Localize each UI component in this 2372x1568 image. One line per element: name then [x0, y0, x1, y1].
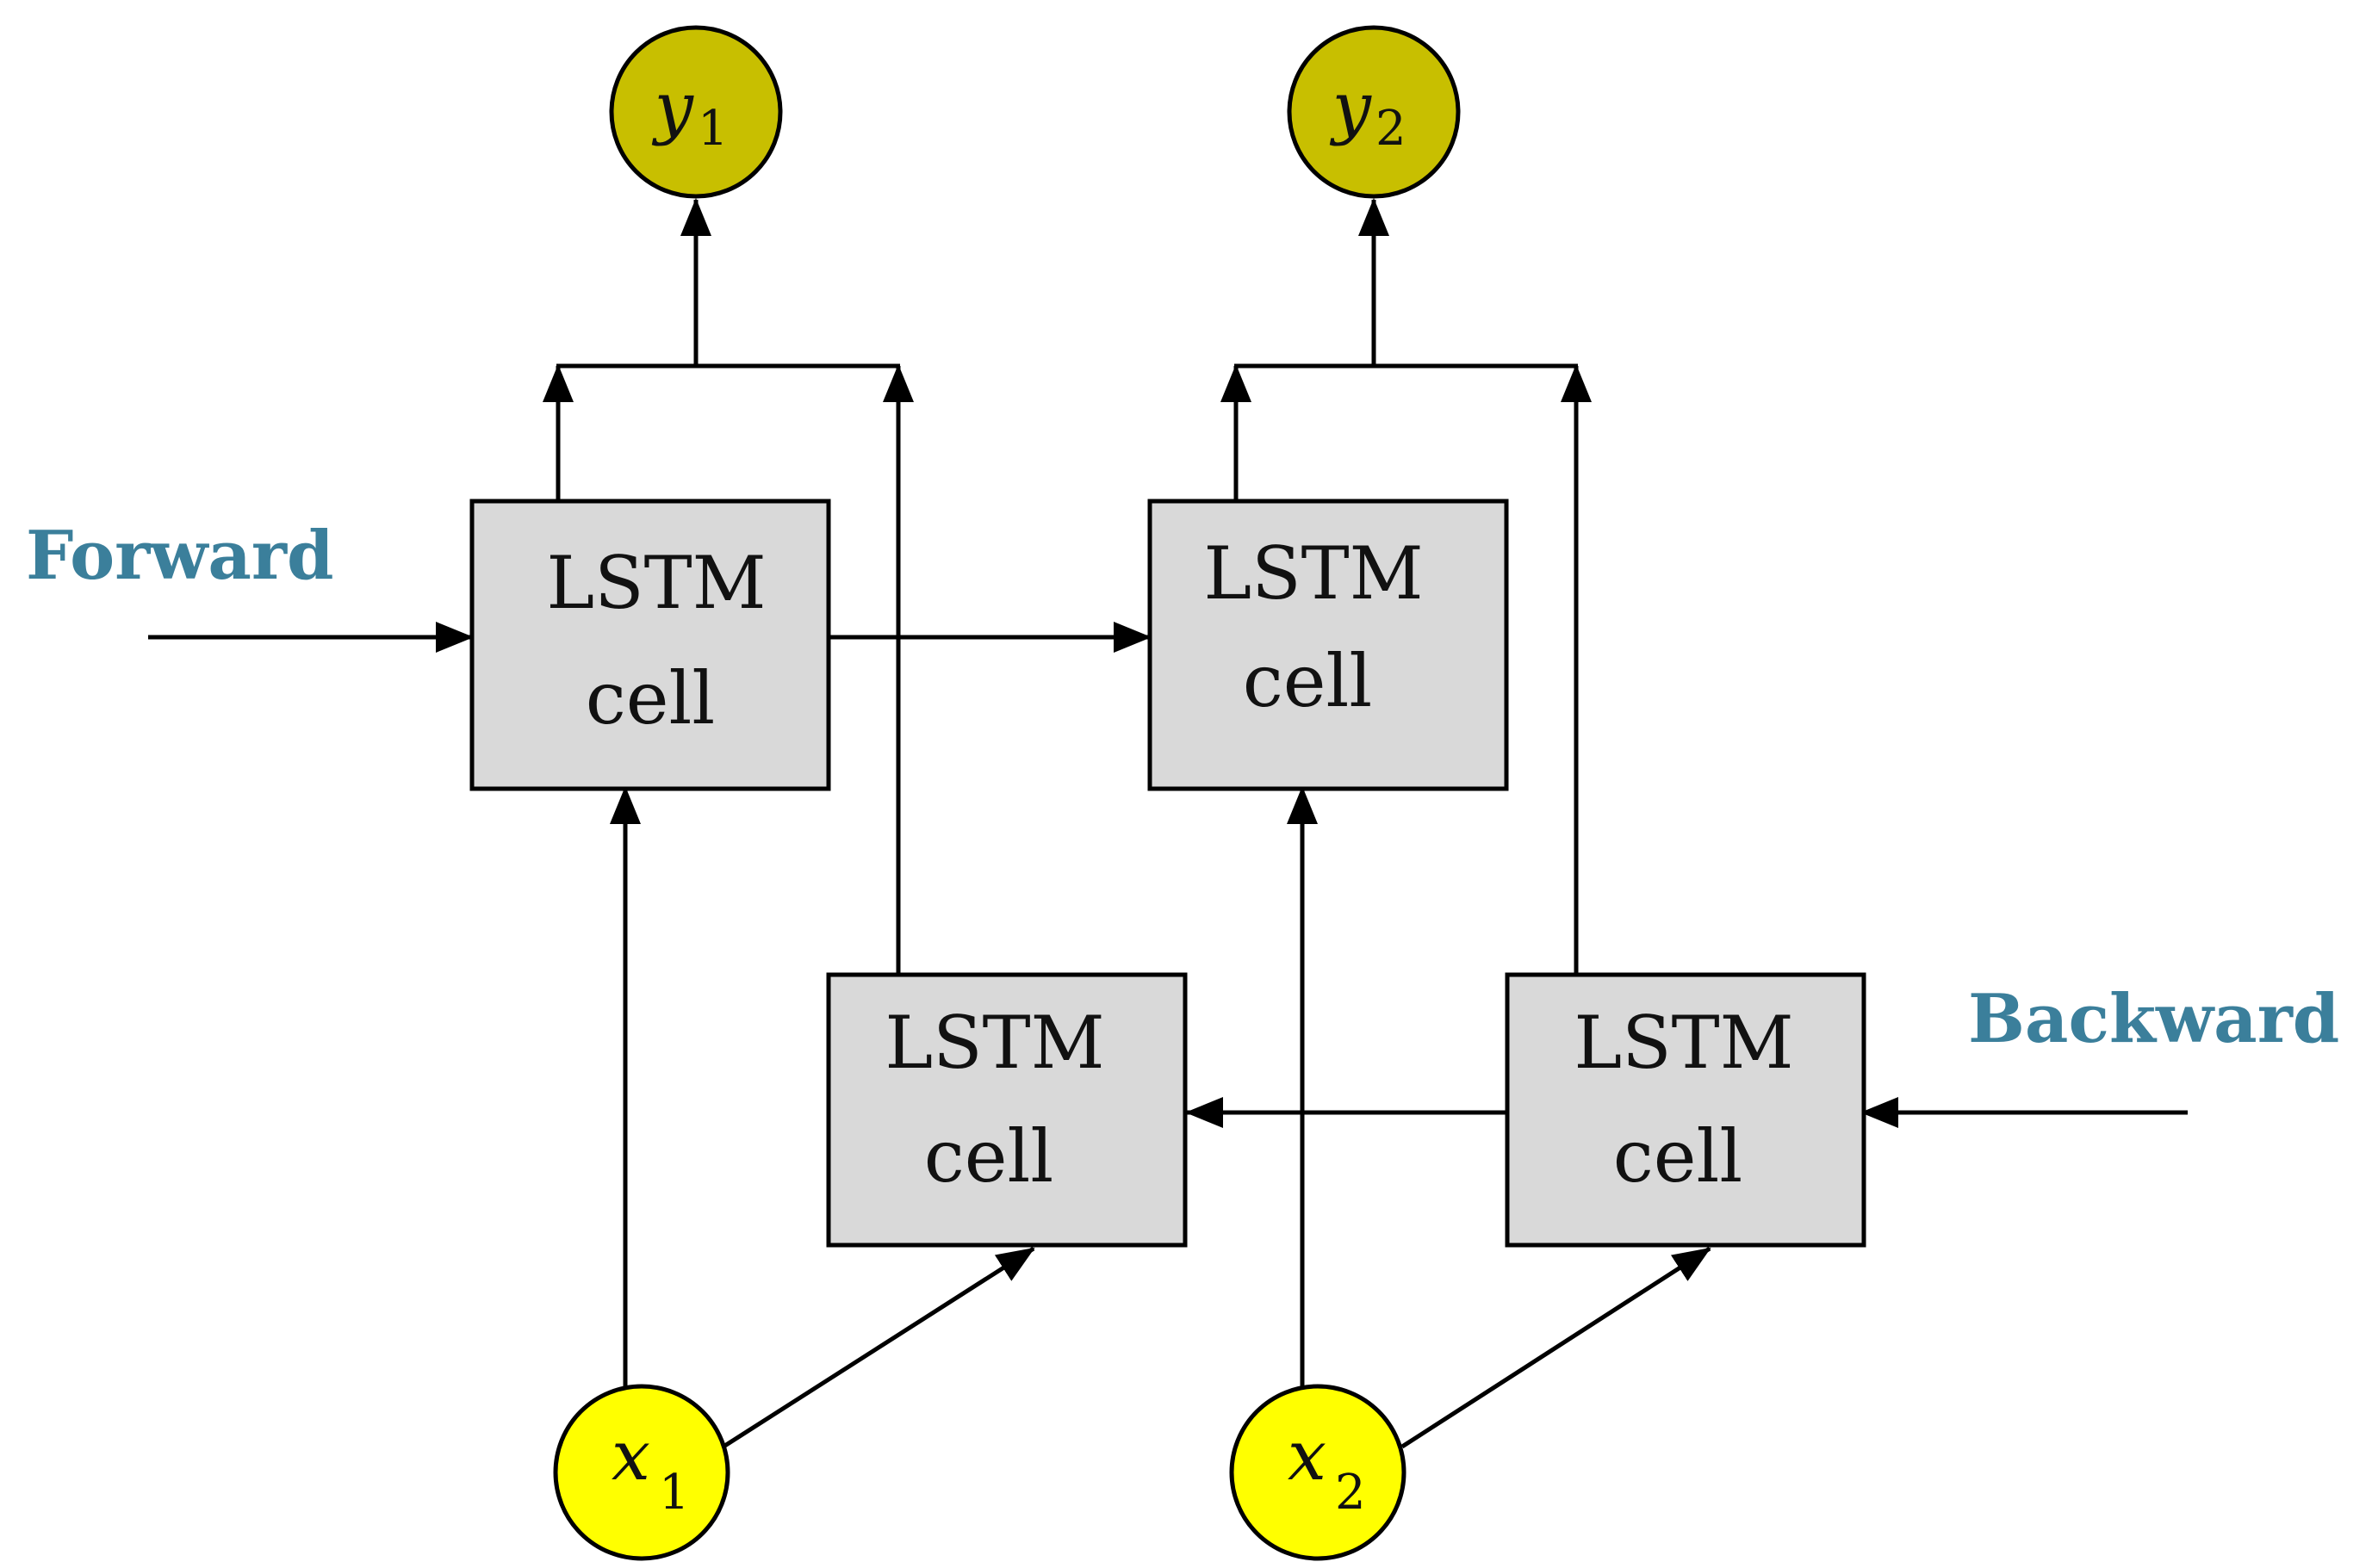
input-node-x1: x 1	[553, 1384, 730, 1561]
input-node-x2-circle	[1229, 1384, 1406, 1561]
node-subscript: 2	[1375, 101, 1406, 157]
forward-lstm-cell-2: LSTM cell	[1147, 499, 1509, 791]
forward-lstm-cell-2-box	[1147, 499, 1509, 791]
cell-label-line1: LSTM	[1574, 1001, 1793, 1085]
output-node-y2: y 2	[1287, 25, 1461, 199]
forward-lstm-cell-1: LSTM cell	[469, 499, 831, 791]
backward-lstm-cell-1-box	[826, 972, 1188, 1248]
input-node-x2: x 2	[1229, 1384, 1406, 1561]
cell-label-line1: LSTM	[885, 1001, 1104, 1085]
node-letter: y	[1330, 67, 1373, 147]
cell-label-line2: cell	[1243, 639, 1373, 723]
cell-label-line1: LSTM	[546, 541, 766, 625]
backward-label: Backward	[1968, 980, 2339, 1058]
node-subscript: 1	[659, 1465, 690, 1521]
x2-to-backward-arrow	[1400, 1246, 1711, 1449]
forward-lstm-cell-1-box	[469, 499, 831, 791]
input-node-x1-circle	[553, 1384, 730, 1561]
backward-lstm-cell-2: LSTM cell	[1505, 972, 1866, 1248]
backward-lstm-cell-2-box	[1505, 972, 1866, 1248]
cell-label-line1: LSTM	[1203, 531, 1423, 616]
cell-label-line2: cell	[586, 656, 716, 741]
cell-label-line2: cell	[924, 1114, 1054, 1199]
output-node-y1: y 1	[609, 25, 783, 199]
x1-to-backward-arrow	[722, 1246, 1035, 1449]
output-node-y1-circle	[609, 25, 783, 199]
output-node-y2-circle	[1287, 25, 1461, 199]
node-subscript: 2	[1335, 1465, 1366, 1521]
node-subscript: 1	[698, 101, 729, 157]
forward-label: Forward	[26, 517, 334, 595]
node-letter: y	[652, 67, 695, 147]
cell-label-line2: cell	[1613, 1114, 1743, 1199]
backward-lstm-cell-1: LSTM cell	[826, 972, 1188, 1248]
node-letter: x	[612, 1416, 650, 1496]
node-letter: x	[1288, 1416, 1326, 1496]
